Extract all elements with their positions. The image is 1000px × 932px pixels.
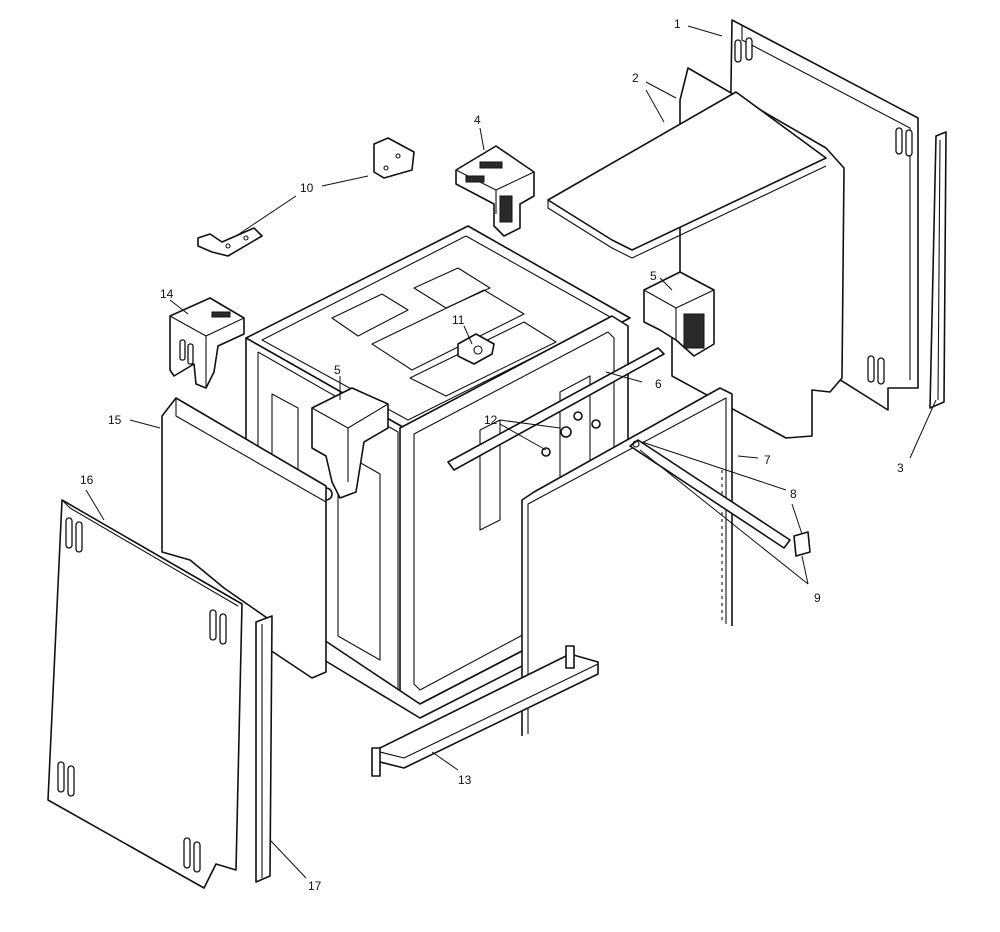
callout-10: 10 (300, 181, 314, 195)
left-trim-strip (255, 615, 273, 883)
callout-5-left: 5 (334, 363, 341, 377)
callout-2: 2 (632, 71, 639, 85)
right-mount-bracket (643, 271, 715, 357)
callout-4: 4 (474, 113, 481, 127)
callout-17: 17 (308, 879, 322, 893)
callout-6: 6 (655, 377, 662, 391)
top-bracket (455, 145, 535, 237)
callout-9: 9 (814, 591, 821, 605)
side-rail (629, 439, 811, 557)
top-rail (447, 347, 665, 471)
callout-16: 16 (80, 473, 94, 487)
left-corner-bracket (169, 297, 245, 389)
fasteners (541, 411, 601, 457)
callout-1: 1 (674, 17, 681, 31)
mounting-bracket-upper (373, 137, 415, 179)
top-latch (457, 333, 495, 365)
left-insulation-panel (161, 397, 327, 679)
mounting-bracket-lower (197, 227, 263, 257)
callout-14: 14 (160, 287, 174, 301)
callout-8: 8 (790, 487, 797, 501)
right-trim-strip (929, 131, 947, 409)
callout-labels: 1 2 3 4 5 5 6 7 8 9 10 11 12 13 14 15 16… (80, 17, 904, 893)
callout-11: 11 (452, 313, 465, 327)
bottom-rail (371, 645, 599, 777)
callout-5-right: 5 (650, 269, 657, 283)
leader-lines (85, 25, 937, 879)
callout-15: 15 (108, 413, 122, 427)
callout-7: 7 (764, 453, 771, 467)
callout-13: 13 (458, 773, 472, 787)
callout-12: 12 (484, 413, 498, 427)
left-side-panel (47, 499, 243, 889)
callout-3: 3 (897, 461, 904, 475)
top-insulation-panel (547, 67, 845, 439)
